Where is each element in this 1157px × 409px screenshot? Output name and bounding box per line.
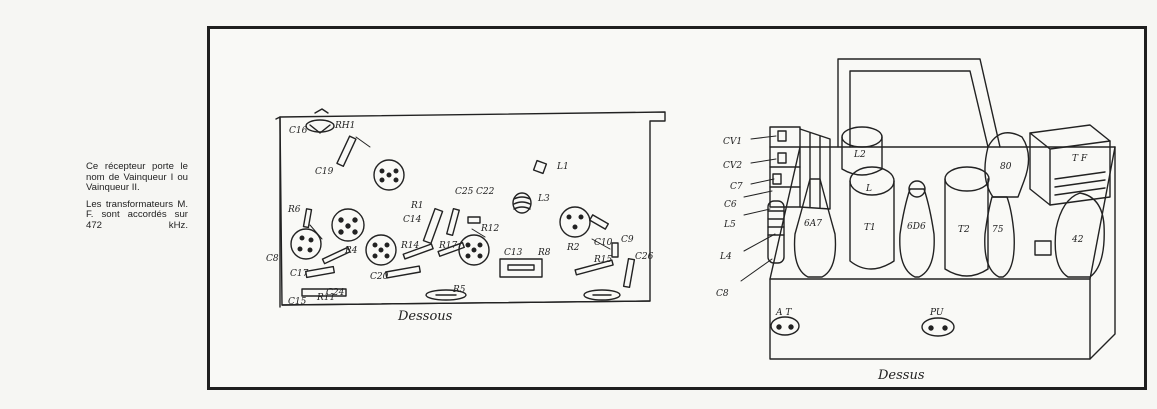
label-rh1: RH1 [334,121,355,131]
label-c24: C24 [326,288,345,298]
label-c25: C25 [455,187,474,197]
label-r2: R2 [566,243,580,253]
tube-socket-top [373,159,405,191]
label-cv1: CV1 [723,137,742,147]
tube-socket-right [559,206,591,238]
label-l3: L3 [537,194,550,204]
tube-80 [984,132,1030,198]
coil-l5-l4 [767,200,785,264]
top-title: Dessus [877,368,925,383]
rear-terminal [583,289,621,301]
c15-component [301,288,347,297]
small-socket [1034,240,1052,256]
pu-jack [921,317,955,337]
label-42: 42 [1071,235,1084,245]
tube-6d6 [899,188,935,278]
label-c6: C6 [724,200,737,210]
tube-75 [984,196,1015,278]
label-r8: R8 [537,248,551,258]
r5-terminal [425,289,467,301]
label-c15: C15 [288,297,307,307]
r4-component [321,246,351,265]
tube-42 [1054,192,1105,278]
can-t2 [944,166,990,277]
dial-frame [837,58,1001,148]
r15-component [574,259,614,276]
tube-socket-right-middle [458,234,490,266]
label-c26: C26 [635,252,654,262]
label-c16: C16 [289,126,308,136]
caption-if-transformers: Les transformateurs M. F. sont accordés … [86,198,188,231]
variable-capacitor [769,126,831,210]
label-c13: C13 [504,248,523,258]
label-r11: R11 [316,293,335,303]
label-at: A T [775,308,792,318]
label-l: L [865,184,872,194]
label-l5: L5 [723,220,736,230]
label-r5: R5 [452,285,466,295]
label-r4: R4 [344,246,358,256]
r14-component [402,243,434,260]
label-tf: T F [1072,154,1088,164]
c13-component [499,258,543,278]
output-transformer [1029,124,1111,206]
label-r17: R17 [438,241,458,251]
label-c10: C10 [594,238,613,248]
label-6a7: 6A7 [804,219,822,229]
label-t2: T2 [958,225,970,235]
label-c19: C19 [315,167,334,177]
label-c7: C7 [730,182,743,192]
label-l1: L1 [556,162,569,172]
label-c14: C14 [403,215,422,225]
label-80: 80 [1000,162,1012,172]
c19-component [336,135,357,167]
rh1-potentiometer [305,119,335,134]
diagram-frame: RH1 C16 C19 L1 L3 C25 C22 R1 C14 R12 R6 … [207,26,1147,390]
chassis-diagram: RH1 C16 C19 L1 L3 C25 C22 R1 C14 R12 R6 … [266,58,1116,383]
c9-component [611,242,619,258]
label-75: 75 [992,225,1004,235]
r6-component [302,208,313,229]
caption-receiver-name: Ce récepteur porte le nom de Vainqueur I… [86,161,188,194]
caption: Ce récepteur porte le nom de Vainqueur I… [86,161,188,238]
underside-view [275,108,666,308]
can-t1 [849,166,895,270]
label-l4: L4 [719,252,732,262]
label-r14: R14 [400,241,420,251]
label-6d6: 6D6 [907,222,926,232]
label-pu: PU [929,308,944,318]
c25-component [446,207,460,237]
label-c20: C20 [370,272,389,282]
label-c9: C9 [621,235,634,245]
label-c22: C22 [476,187,495,197]
label-c8-top: C8 [716,289,729,299]
at-jack [770,316,800,336]
tube-socket-left [290,228,322,260]
label-r15: R15 [593,255,613,265]
tube-6a7 [793,178,837,278]
label-t1: T1 [864,223,876,233]
c22-component [467,216,481,224]
label-r6: R6 [287,205,301,215]
tube-socket-middle [331,208,365,242]
label-l2: L2 [853,150,866,160]
c10-component [589,214,609,230]
label-r1: R1 [410,201,424,211]
l3-coil [512,192,532,214]
label-r12: R12 [480,224,500,234]
top-view [740,58,1116,360]
c17-component [304,265,336,279]
r8-component [507,264,535,271]
l1-coil [532,159,548,175]
underside-title: Dessous [397,309,453,324]
tube-socket-centre [365,234,397,266]
r1-component [422,207,444,245]
underside-chassis-outline [279,111,666,306]
label-c17: C17 [290,269,309,279]
c26-component [622,257,636,289]
label-cv2: CV2 [723,161,742,171]
label-c8-under: C8 [266,254,279,264]
r17-component [437,241,465,257]
c20-component [385,265,421,279]
